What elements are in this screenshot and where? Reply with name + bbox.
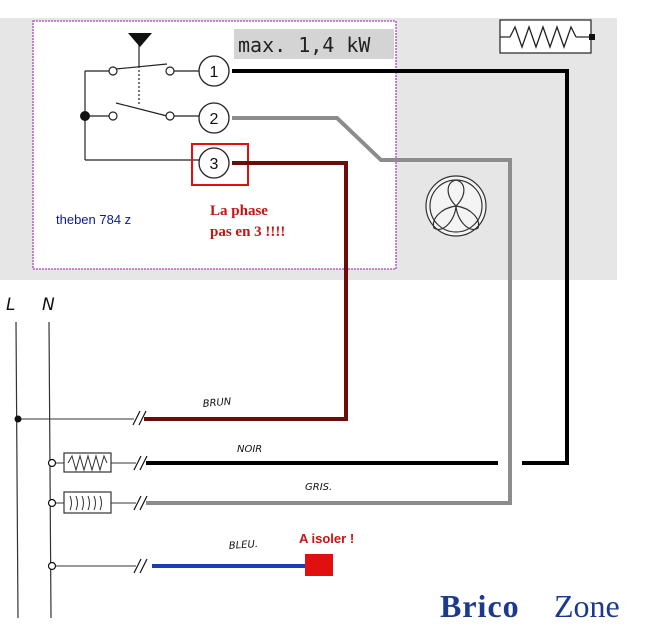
- device-label: theben 784 z: [56, 212, 131, 227]
- isolate-note: A isoler !: [299, 531, 354, 546]
- phase-warning-line2: pas en 3 !!!!: [210, 224, 285, 240]
- blue-wire-label: BLEU.: [228, 539, 258, 552]
- grey-wire-label: GRIS.: [305, 482, 332, 493]
- isolation-cap: [305, 554, 333, 576]
- rating-label-box: [234, 29, 394, 59]
- black-wire: [47, 69, 569, 473]
- brown-wire-label: BRUN: [202, 396, 232, 409]
- common-node: [80, 111, 90, 121]
- black-wire-label: NOIR: [237, 444, 262, 455]
- line-rail: [15, 321, 19, 619]
- logo-brico: Brico: [440, 588, 520, 624]
- terminal-3: 3: [198, 147, 230, 179]
- grey-wire: [47, 116, 512, 514]
- phase-warning-line1: La phase: [210, 203, 268, 219]
- terminal-1: 1: [198, 55, 230, 87]
- fan-symbol-icon: [425, 175, 487, 237]
- neutral-label: N: [42, 295, 55, 315]
- terminal-3-label: 3: [210, 156, 219, 173]
- switch-actuator-icon: [128, 33, 152, 47]
- heater-symbol-icon: [499, 19, 595, 54]
- brown-wire: [14, 161, 348, 426]
- line-label: L: [6, 295, 15, 315]
- logo-zone: Zone: [554, 588, 620, 624]
- neutral-rail: [48, 321, 52, 619]
- terminal-1-label: 1: [210, 64, 219, 81]
- terminal-2: 2: [198, 102, 230, 134]
- blue-wire: [47, 558, 305, 574]
- bricozone-logo: Brico Zone: [440, 588, 620, 624]
- rating-label: max. 1,4 kW: [238, 33, 371, 57]
- terminal-2-label: 2: [210, 111, 219, 128]
